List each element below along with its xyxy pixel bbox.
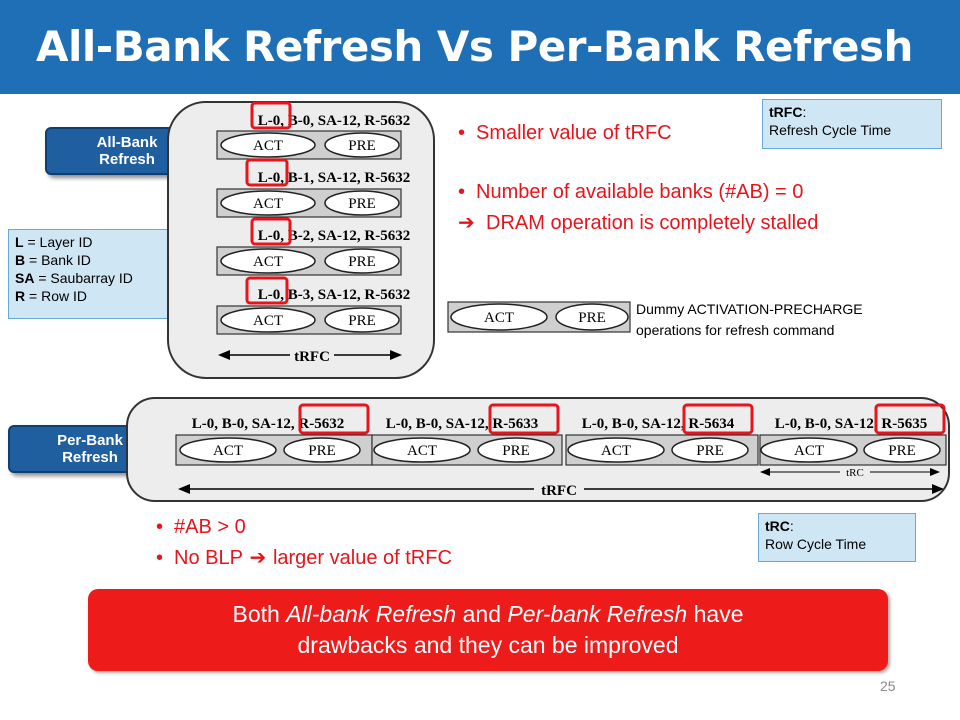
title-bar xyxy=(0,0,960,94)
row-highlight xyxy=(682,403,754,435)
per-bank-point-1: •#AB > 0 xyxy=(156,516,246,538)
svg-text:L-0, B-0, SA-12, R-5634: L-0, B-0, SA-12, R-5634 xyxy=(582,416,735,432)
conclusion-line-1: Both All-bank Refresh and Per-bank Refre… xyxy=(232,601,744,627)
trc-arrow: tRC xyxy=(760,466,940,479)
svg-text:ACT: ACT xyxy=(253,313,283,329)
row-highlight xyxy=(488,403,560,435)
trc-definition: Row Cycle Time xyxy=(765,536,867,552)
legend-item: B = Bank ID xyxy=(15,252,91,268)
bank-highlight xyxy=(250,101,292,130)
svg-text:PRE: PRE xyxy=(348,313,376,329)
svg-text:PRE: PRE xyxy=(888,443,916,459)
all-bank-point-1: •Smaller value of tRFC xyxy=(458,122,672,144)
page-number: 25 xyxy=(880,678,896,694)
bank-highlight xyxy=(245,276,289,305)
all-bank-diagram: L-0, B-0, SA-12, R-5632 ACT PRE L-0, B-1… xyxy=(167,101,435,379)
svg-text:L-0, B-0, SA-12, R-5632: L-0, B-0, SA-12, R-5632 xyxy=(258,113,411,129)
svg-text:PRE: PRE xyxy=(696,443,724,459)
row-highlight xyxy=(874,403,946,435)
svg-text:L-0, B-1, SA-12, R-5632: L-0, B-1, SA-12, R-5632 xyxy=(258,170,411,186)
per-bank-cell: L-0, B-0, SA-12, R-5632 ACT PRE xyxy=(175,403,373,466)
svg-text:L-0, B-0, SA-12, R-5633: L-0, B-0, SA-12, R-5633 xyxy=(386,416,539,432)
bank-row: L-0, B-2, SA-12, R-5632 ACT PRE xyxy=(216,217,411,276)
legend-item: R = Row ID xyxy=(15,288,87,304)
dummy-act-pre: ACT PRE xyxy=(447,301,631,333)
trc-definition-box: tRC: Row Cycle Time xyxy=(758,513,916,562)
per-bank-cell: L-0, B-0, SA-12, R-5635 ACT PRE xyxy=(759,403,947,466)
svg-text:L-0, B-0, SA-12, R-5635: L-0, B-0, SA-12, R-5635 xyxy=(775,416,928,432)
svg-text:PRE: PRE xyxy=(578,310,606,326)
bank-highlight xyxy=(250,217,292,246)
trfc-term: tRFC xyxy=(769,104,803,120)
svg-text:tRFC: tRFC xyxy=(294,349,330,365)
svg-text:PRE: PRE xyxy=(502,443,530,459)
trfc-definition-box: tRFC: Refresh Cycle Time xyxy=(762,99,942,149)
bank-highlight xyxy=(245,158,289,187)
per-bank-refresh-label-text: Per-Bank Refresh xyxy=(57,432,123,466)
trc-term: tRC xyxy=(765,518,790,534)
svg-text:ACT: ACT xyxy=(601,443,631,459)
svg-text:PRE: PRE xyxy=(348,196,376,212)
svg-text:ACT: ACT xyxy=(213,443,243,459)
trfc-definition: Refresh Cycle Time xyxy=(769,122,892,138)
svg-text:PRE: PRE xyxy=(348,138,376,154)
per-bank-cell: L-0, B-0, SA-12, R-5633 ACT PRE xyxy=(371,403,563,466)
slide-title: All-Bank Refresh Vs Per-Bank Refresh xyxy=(36,22,913,71)
bank-row: L-0, B-3, SA-12, R-5632 ACT PRE xyxy=(216,276,411,335)
dummy-caption: Dummy ACTIVATION-PRECHARGE operations fo… xyxy=(636,301,863,338)
svg-text:ACT: ACT xyxy=(484,310,514,326)
bank-row: L-0, B-0, SA-12, R-5632 ACT PRE xyxy=(216,101,411,160)
conclusion-line-2: drawbacks and they can be improved xyxy=(297,632,679,658)
svg-text:ACT: ACT xyxy=(253,254,283,270)
trfc-arrow-per-bank: tRFC xyxy=(178,480,944,499)
svg-text:L-0, B-3, SA-12, R-5632: L-0, B-3, SA-12, R-5632 xyxy=(258,287,411,303)
svg-text:L-0, B-2, SA-12, R-5632: L-0, B-2, SA-12, R-5632 xyxy=(258,228,411,244)
svg-text:PRE: PRE xyxy=(308,443,336,459)
svg-text:tRC: tRC xyxy=(846,467,864,479)
per-bank-cell: L-0, B-0, SA-12, R-5634 ACT PRE xyxy=(565,403,759,466)
row-highlight xyxy=(298,403,370,435)
right-arrow-icon: ➔ xyxy=(458,212,475,234)
svg-text:ACT: ACT xyxy=(253,138,283,154)
svg-text:ACT: ACT xyxy=(407,443,437,459)
svg-text:ACT: ACT xyxy=(794,443,824,459)
legend-item: L = Layer ID xyxy=(15,234,93,250)
right-arrow-icon: ➔ xyxy=(249,547,267,569)
trfc-arrow: tRFC xyxy=(218,346,402,365)
svg-text:tRFC: tRFC xyxy=(541,483,577,499)
all-bank-point-2: •Number of available banks (#AB) = 0 xyxy=(458,181,804,203)
svg-text:PRE: PRE xyxy=(348,254,376,270)
per-bank-diagram: L-0, B-0, SA-12, R-5632 ACT PRE L-0, B-0… xyxy=(126,397,950,502)
legend-item: SA = Saubarray ID xyxy=(15,270,133,286)
per-bank-point-2: •No BLP➔larger value of tRFC xyxy=(156,543,452,573)
all-bank-refresh-label-text: All-Bank Refresh xyxy=(96,134,158,168)
svg-text:L-0, B-0, SA-12, R-5632: L-0, B-0, SA-12, R-5632 xyxy=(192,416,345,432)
all-bank-point-3: ➔DRAM operation is completely stalled xyxy=(458,208,818,238)
conclusion-box: Both All-bank Refresh and Per-bank Refre… xyxy=(88,589,888,671)
svg-text:ACT: ACT xyxy=(253,196,283,212)
bank-row: L-0, B-1, SA-12, R-5632 ACT PRE xyxy=(216,158,411,218)
id-legend-box: L = Layer ID B = Bank ID SA = Saubarray … xyxy=(8,229,187,319)
